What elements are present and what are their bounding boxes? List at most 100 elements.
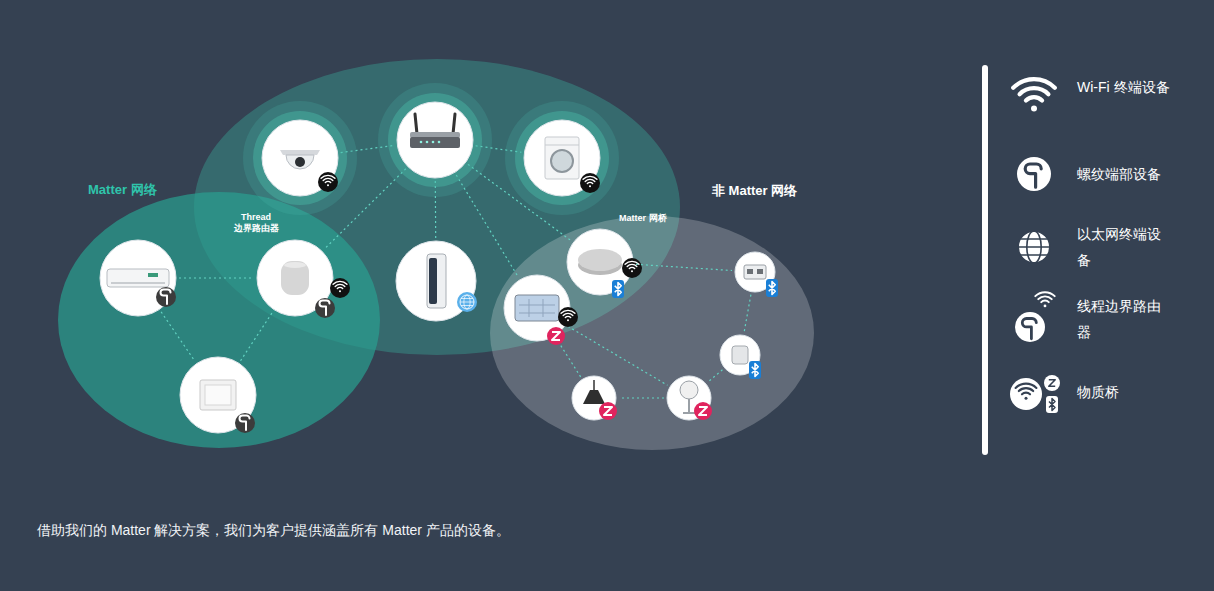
wifi-arc [1038,296,1051,299]
wifi-arc [321,175,335,178]
device-circle [262,120,338,196]
device-circle [397,102,473,178]
thread-badge [315,298,335,318]
wifi-arc [1020,88,1049,94]
wifi-dot [1031,106,1037,112]
thread-badge [235,413,255,433]
wifi-dot [567,319,569,321]
legend-entry: 线程边界路由器 [1077,293,1172,345]
hub-box [744,265,766,279]
hub-port [747,269,753,274]
wifi-arc [583,176,597,179]
legend-icons [1010,79,1060,413]
ac-display [148,273,158,277]
network-link [619,397,664,398]
switch-plate [200,380,236,410]
wifi-arc [1013,79,1055,88]
zigbee-glyph [604,407,612,415]
region-label: 非 Matter 网络 [712,183,797,199]
wifi-arc [333,281,347,284]
wifi-arc [585,179,595,181]
globe-parallels [1018,239,1050,255]
device-circle [524,120,600,196]
wifi-arc [1026,97,1042,100]
wifi-arc [561,310,575,313]
region-ellipse [490,216,814,450]
wifi-arc [565,316,570,317]
device-circle [572,376,616,420]
wifi-arc [323,178,333,180]
wifi-arc [1035,292,1054,296]
router-antenna [415,114,417,134]
ac-body [107,269,169,287]
halo-ring [388,93,482,187]
wifi-arc [587,182,592,183]
wifi-badge [558,307,578,327]
switch-key [205,385,231,405]
speaker-body [281,261,309,295]
network-link [636,264,732,270]
region-ellipse [58,192,380,448]
legend-text: 物质桥 [1077,379,1172,405]
router-led [432,141,435,144]
thread-glyph [1022,319,1036,339]
legend-entry: 螺纹端部设备 [1077,161,1172,187]
wifi-badge [580,173,600,193]
thread-icon [1017,157,1051,191]
device-circle [180,357,256,433]
device-label: Matter 网桥 [619,210,667,226]
wifi-arc [563,313,573,315]
wifi-arc [1041,301,1049,303]
router-antenna [453,114,455,134]
bluetooth-glyph [615,283,622,296]
legend-entry: Wi-Fi 终端设备 [1077,74,1172,100]
speaker-top [284,262,306,268]
wifi-dot [589,185,591,187]
camera-dome [286,155,314,169]
device-circle [100,240,176,316]
wifi-arc [337,287,342,288]
washer-body [545,137,579,179]
zigbee-badge [547,327,565,345]
wifi-arc [1016,384,1037,388]
legend-text: 线程边界路由器 [1077,293,1172,345]
node-picture [257,240,350,318]
wifi-arc [1022,393,1030,395]
wifi-arc [1019,388,1033,391]
wifi-badge [330,278,350,298]
router-led [438,141,441,144]
thread-glyph [240,416,250,431]
sensor-box [732,346,748,364]
caption-text: 借助我们的 Matter 解决方案，我们为客户提供涵盖所有 Matter 产品的… [37,520,510,540]
ac-vent [111,283,165,284]
wifi-badge [622,258,642,278]
network-link [744,295,751,333]
legend-text: 螺纹端部设备 [1077,161,1172,187]
wifi-dot [631,270,633,272]
device-node: Thread 边界路由器 [257,240,333,316]
wifi-dot [1025,397,1028,400]
washer-panel [545,145,579,146]
zigbee-glyph [699,407,707,415]
halo-ring [243,101,357,215]
node-picture [567,229,642,298]
halo-ring [505,101,619,215]
legend-text: Wi-Fi 终端设备 [1077,74,1172,100]
fan-stand [688,399,690,413]
globe-outline [1018,231,1050,263]
camera-base [280,150,320,155]
device-circle [667,376,711,420]
hub-grid [519,299,555,317]
device-circle [396,241,476,321]
wifi-arc [325,181,330,182]
thread-glyph [1025,164,1041,187]
wifi-dot [339,290,341,292]
zigbee-icon [1044,375,1060,391]
wifi-arc [629,267,634,268]
thread-icon [1015,312,1045,342]
washer-door [551,150,573,172]
lamp-shade [583,390,605,404]
hub-screen [515,295,559,321]
bluetooth-glyph [769,282,776,295]
